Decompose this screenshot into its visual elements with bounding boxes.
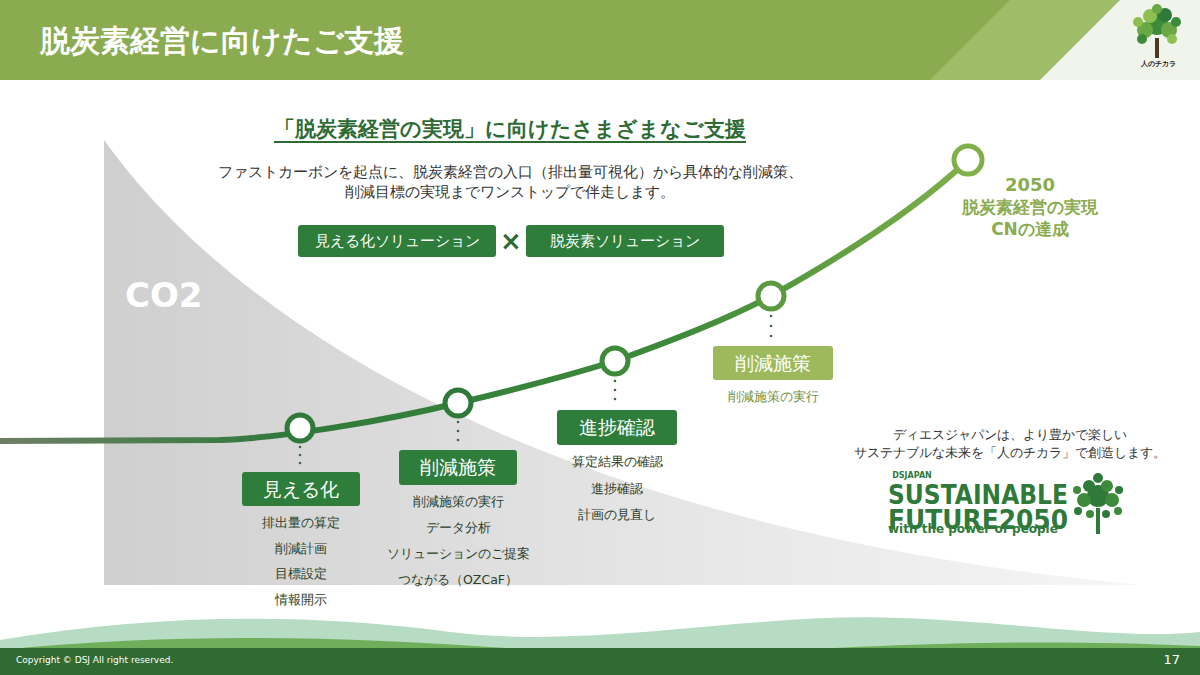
item-text: 削減施策の実行	[728, 384, 819, 410]
goal-text: 脱炭素経営の実現	[962, 197, 1098, 218]
item-text: 進捗確認	[572, 476, 663, 503]
item-text: 算定結果の確認	[572, 449, 663, 476]
item-text: 情報開示	[262, 587, 340, 613]
box-heading: 見える化	[242, 472, 360, 506]
subtitle: 「脱炭素経営の実現」に向けたさまざまなご支援	[274, 116, 746, 142]
solution-box: 見える化ソリューション	[298, 225, 496, 257]
growth-curve	[0, 160, 968, 441]
item-text: データ分析	[387, 515, 530, 541]
item-list: 排出量の算定削減計画目標設定情報開示	[262, 506, 340, 612]
item-text: 目標設定	[262, 561, 340, 587]
brand-tagline: with the power of people	[888, 522, 1058, 537]
description-line: 削減目標の実現までワンストップで伴走します。	[345, 183, 675, 201]
box-heading: 進捗確認	[557, 410, 677, 445]
step-box: 進捗確認算定結果の確認進捗確認計画の見直し	[557, 410, 677, 445]
item-text: 計画の見直し	[572, 502, 663, 529]
co2-label: CO2	[125, 274, 203, 317]
times-sign: ×	[500, 225, 522, 258]
box-heading: 削減施策	[399, 450, 517, 485]
page-title: 脱炭素経営に向けたご支援	[40, 22, 404, 60]
hill-mid	[0, 638, 1200, 675]
item-text: つながる（OZCaF）	[387, 567, 530, 593]
step-box-future: 削減施策削減施策の実行	[713, 346, 833, 380]
item-text: 削減施策の実行	[387, 489, 530, 515]
footer-band	[0, 648, 1200, 675]
sustainable-tree	[1073, 473, 1123, 534]
item-text: 排出量の算定	[262, 510, 340, 536]
box-heading: 見える化ソリューション	[298, 225, 496, 257]
item-list: 削減施策の実行データ分析ソリューションのご提案つながる（OZCaF）	[387, 485, 530, 593]
box-heading: 脱炭素ソリューション	[526, 225, 724, 257]
step-box: 見える化排出量の算定削減計画目標設定情報開示	[242, 472, 360, 506]
title-band	[0, 0, 1200, 80]
item-list: 算定結果の確認進捗確認計画の見直し	[572, 445, 663, 529]
item-text: 削減計画	[262, 536, 340, 562]
company-message: サステナブルな未来を「人のチカラ」で創造します。	[854, 445, 1166, 461]
solution-box: 脱炭素ソリューション	[526, 225, 724, 257]
step-box: 削減施策削減施策の実行データ分析ソリューションのご提案つながる（OZCaF）	[399, 450, 517, 485]
logo-panel	[1040, 0, 1200, 80]
description-line: ファストカーボンを起点に、脱炭素経営の入口（排出量可視化）から具体的な削減策、	[218, 163, 803, 181]
item-list: 削減施策の実行	[728, 380, 819, 410]
company-message: ディエスジャパンは、より豊かで楽しい	[893, 427, 1127, 443]
item-text: ソリューションのご提案	[387, 541, 530, 567]
dotted-leaders	[299, 315, 773, 465]
milestone-circles	[287, 146, 982, 441]
copyright: Copyright © DSJ All right reserved.	[16, 655, 173, 666]
box-heading: 削減施策	[713, 346, 833, 380]
goal-year: 2050	[1005, 174, 1055, 197]
logo-caption: 人のチカラ	[1141, 60, 1176, 69]
logo-tree	[1133, 4, 1181, 58]
co2-area	[104, 140, 1140, 585]
hill-back	[0, 617, 1200, 675]
page-number: 17	[1163, 652, 1180, 668]
goal-text: CNの達成	[991, 219, 1069, 240]
